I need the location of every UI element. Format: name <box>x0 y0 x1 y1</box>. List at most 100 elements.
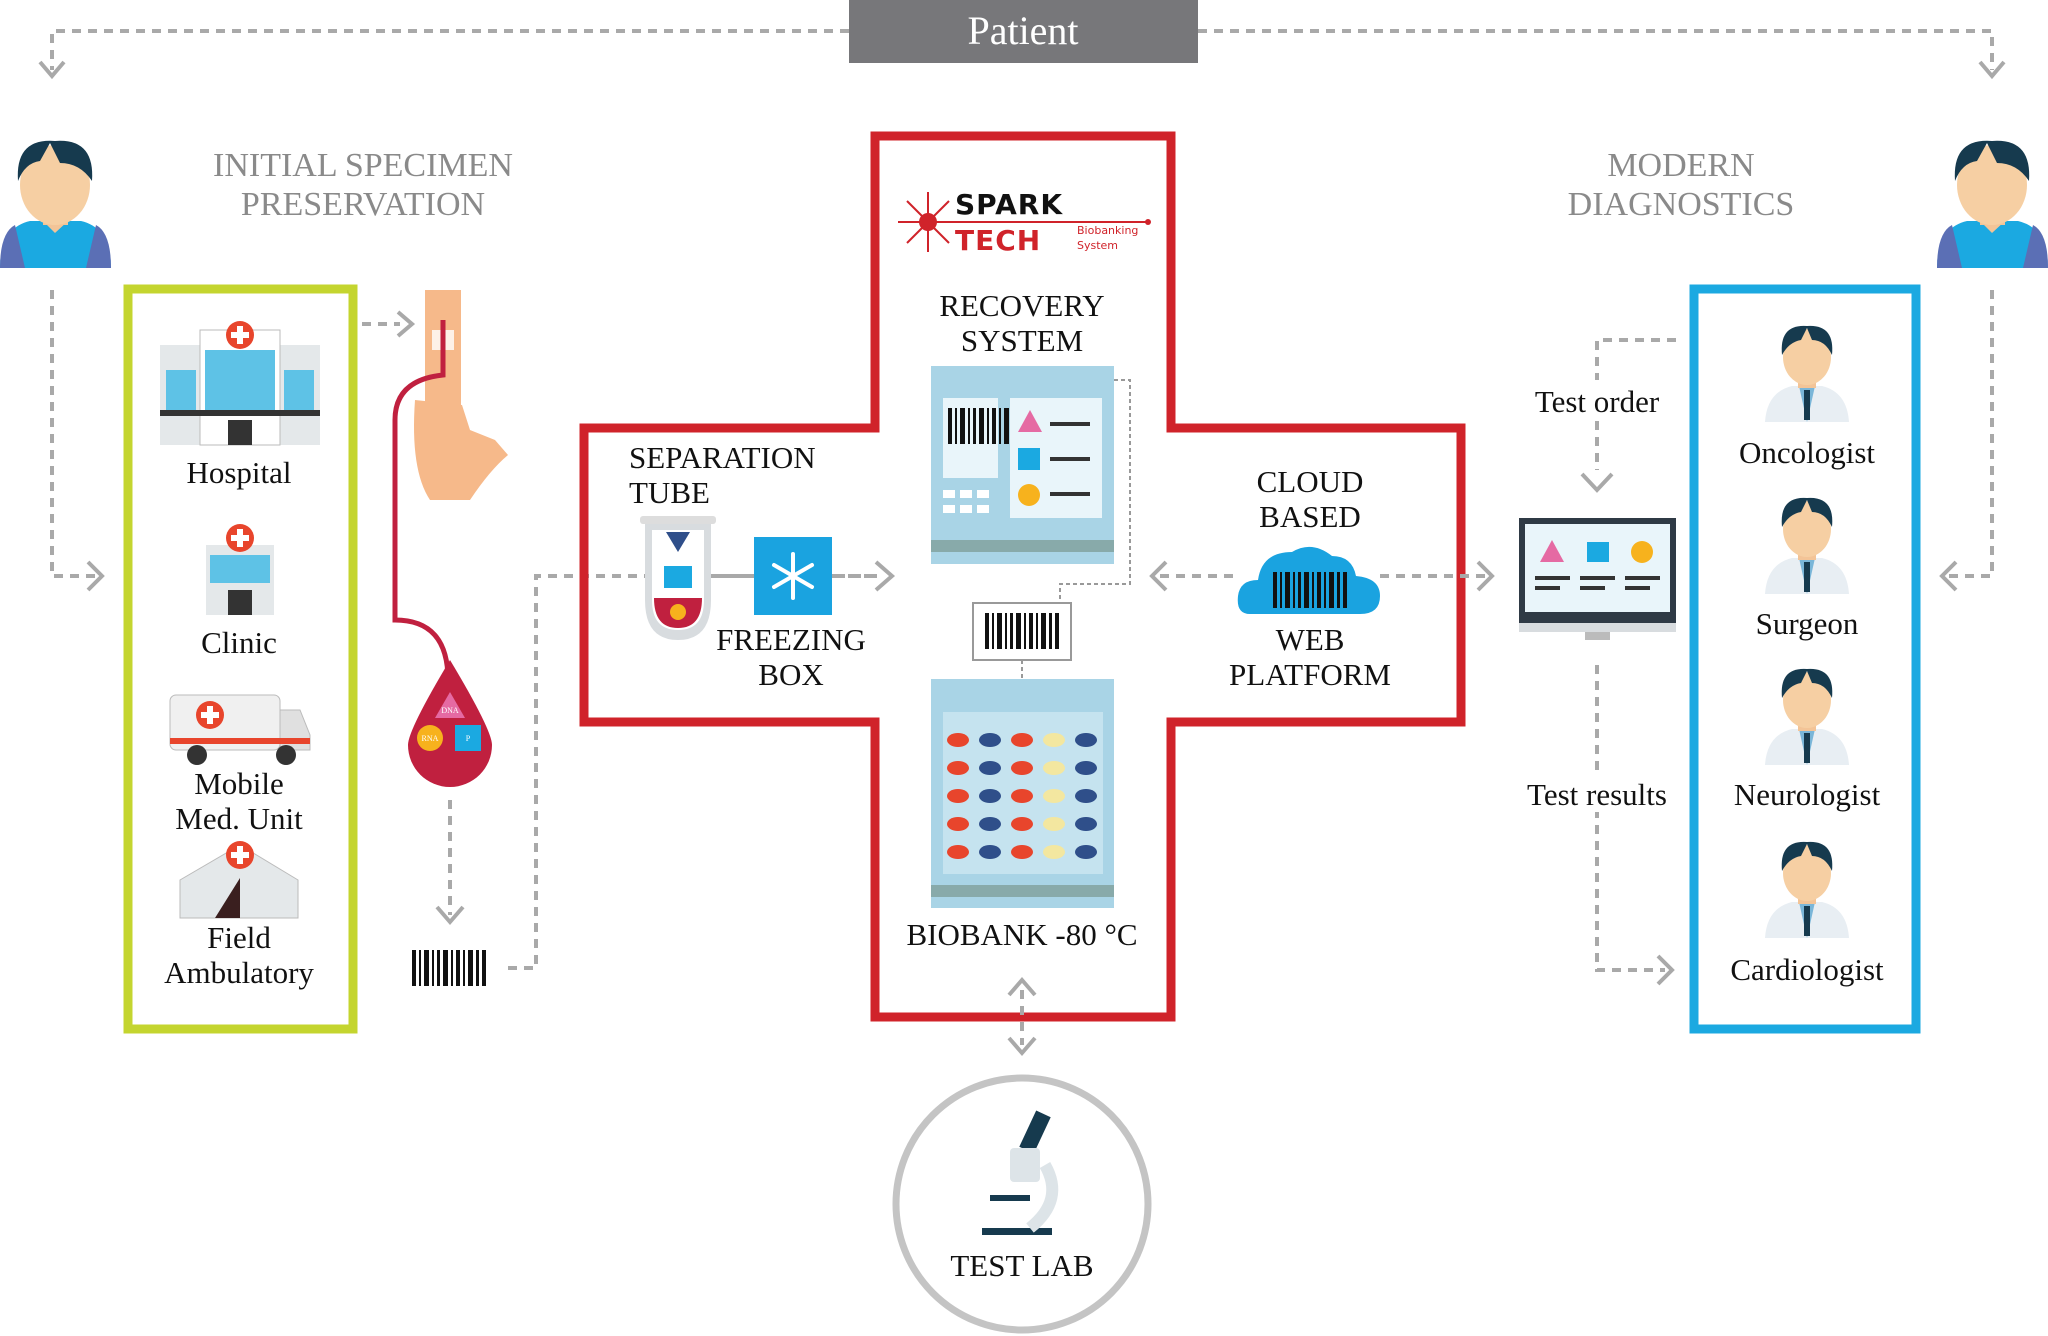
vial-icon <box>1043 817 1065 831</box>
vial-icon <box>947 733 969 747</box>
arrow-icon <box>874 560 896 592</box>
vial-icon <box>1075 789 1097 803</box>
patient-top-connector <box>50 29 1994 70</box>
vial-icon <box>979 789 1001 803</box>
cloud-label-2: BASED <box>1259 499 1361 534</box>
arrow-icon <box>86 560 1958 592</box>
arrow-icon <box>396 310 416 338</box>
surgeon-avatar <box>1765 497 1849 594</box>
arrow-icon <box>1656 954 1675 986</box>
site-field-ambulatory-1: Field <box>207 920 271 955</box>
vial-icon <box>1043 733 1065 747</box>
site-field-ambulatory-2: Ambulatory <box>164 955 314 990</box>
clinic-icon <box>206 524 274 615</box>
logo-sub1: Biobanking <box>1077 224 1138 237</box>
heading-initial-preservation-2: PRESERVATION <box>241 186 485 223</box>
test-results-label: Test results <box>1527 777 1667 812</box>
separation-label-1: SEPARATION <box>629 440 816 475</box>
vial-icon <box>1075 733 1097 747</box>
sample-barcode-icon <box>412 950 486 986</box>
vial-icon <box>1043 789 1065 803</box>
biobank-freezer-icon <box>931 679 1114 908</box>
specialists-frame <box>1689 284 1921 1034</box>
separation-label-2: TUBE <box>629 475 710 510</box>
recovery-label-1: RECOVERY <box>939 288 1104 323</box>
specialist-cardiologist: Cardiologist <box>1730 952 1884 987</box>
site-mobile-unit-2: Med. Unit <box>175 801 303 836</box>
cardiologist-avatar <box>1765 841 1849 938</box>
down-arrow-icon <box>38 60 2006 80</box>
recovery-label-2: SYSTEM <box>961 323 1083 358</box>
vial-icon <box>1075 817 1097 831</box>
arrow-icon <box>1149 560 1495 592</box>
neurologist-avatar <box>1765 668 1849 765</box>
site-clinic: Clinic <box>201 625 277 660</box>
freezing-label-1: FREEZING <box>716 622 866 657</box>
biobank-cross-frame <box>579 131 1466 1022</box>
arrow-icon <box>1007 976 1037 1057</box>
vial-icon <box>979 845 1001 859</box>
freezing-label-2: BOX <box>758 657 823 692</box>
cloud-label-1: CLOUD <box>1257 464 1364 499</box>
barcode-label-box <box>972 602 1072 661</box>
p-tag: P <box>466 734 471 743</box>
test-lab-circle <box>892 1074 1152 1334</box>
hospital-icon <box>160 321 320 446</box>
logo-sub2: System <box>1077 239 1118 252</box>
heading-modern-diagnostics-2: DIAGNOSTICS <box>1568 186 1795 223</box>
blood-drop-icon: DNA RNA P <box>408 660 492 787</box>
specialist-surgeon: Surgeon <box>1756 606 1859 641</box>
arrow-icon <box>1580 472 1614 493</box>
vial-icon <box>1075 845 1097 859</box>
freezing-box-icon <box>754 537 832 615</box>
collection-sites-frame <box>123 284 358 1034</box>
sparktech-logo: SPARK TECH Biobanking System <box>898 188 1151 257</box>
web-label-2: PLATFORM <box>1229 657 1391 692</box>
test-results-connector <box>1595 665 1665 972</box>
vial-icon <box>979 817 1001 831</box>
vial-icon <box>1075 761 1097 775</box>
vial-icon <box>1011 761 1033 775</box>
vial-icon <box>947 845 969 859</box>
vial-icon <box>979 761 1001 775</box>
vial-icon <box>1011 817 1033 831</box>
rna-tag: RNA <box>422 734 439 743</box>
vial-icon <box>947 817 969 831</box>
patient-label: Patient <box>967 8 1078 53</box>
site-mobile-unit-1: Mobile <box>194 766 284 801</box>
test-lab-label: TEST LAB <box>950 1248 1093 1283</box>
vial-icon <box>1011 789 1033 803</box>
ambulance-icon <box>169 694 311 765</box>
heading-initial-preservation-1: INITIAL SPECIMEN <box>213 147 513 184</box>
vial-icon <box>1043 845 1065 859</box>
oncologist-avatar <box>1765 325 1849 422</box>
separation-tube-icon <box>640 516 716 640</box>
patient-right-avatar <box>1937 140 2048 268</box>
cloud-icon <box>1237 546 1380 614</box>
test-order-label: Test order <box>1535 384 1660 419</box>
test-order-connector <box>1595 338 1676 470</box>
vial-icon <box>947 789 969 803</box>
microscope-icon <box>982 1110 1059 1235</box>
vial-icon <box>1011 845 1033 859</box>
dna-tag: DNA <box>441 706 459 715</box>
recovery-system-machine-icon <box>931 366 1114 564</box>
vial-icon <box>979 733 1001 747</box>
patient-left-avatar <box>0 140 111 268</box>
monitor-icon <box>1519 518 1676 640</box>
arm-with-iv-icon <box>392 290 508 681</box>
biobank-label: BIOBANK -80 °C <box>906 917 1137 952</box>
logo-tech: TECH <box>955 224 1041 257</box>
vial-icon <box>947 761 969 775</box>
heading-modern-diagnostics-1: MODERN <box>1607 147 1754 184</box>
arrow-icon <box>435 905 465 926</box>
patient-bar <box>849 0 1198 63</box>
specialist-oncologist: Oncologist <box>1739 435 1875 470</box>
connector <box>1059 379 1131 603</box>
vial-icon <box>1011 733 1033 747</box>
web-label-1: WEB <box>1276 622 1345 657</box>
logo-spark: SPARK <box>955 188 1063 221</box>
specialist-neurologist: Neurologist <box>1734 777 1881 812</box>
